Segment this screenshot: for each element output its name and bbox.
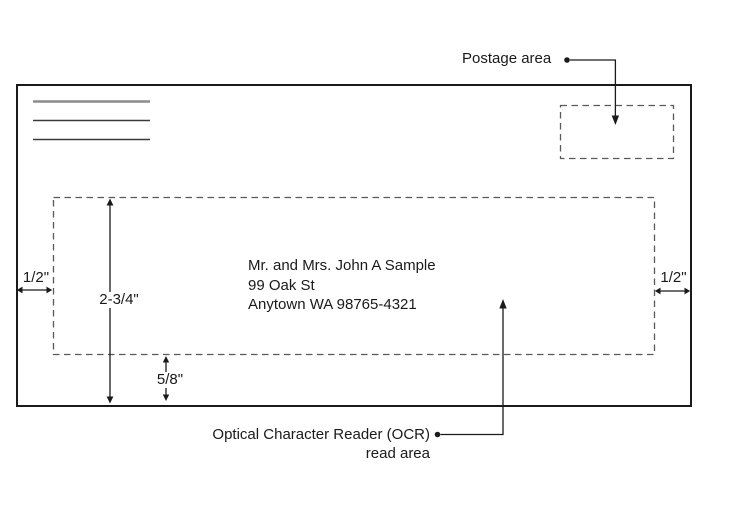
arrowhead-left-icon [16,286,23,294]
envelope-outline [16,84,692,407]
arrowhead-down-icon [611,115,620,125]
recipient-address-block: Mr. and Mrs. John A Sample 99 Oak St Any… [248,256,436,315]
return-address-placeholder-lines [33,100,150,141]
arrowhead-up-icon [106,198,114,206]
address-line-3: Anytown WA 98765-4321 [248,296,417,313]
ocr-label-line-2: read area [365,445,430,462]
arrowhead-right-icon [684,287,691,295]
arrowhead-left-icon [654,287,661,295]
read-area-height-dimension-label: 2-3/4" [87,292,151,308]
arrowhead-down-icon [106,396,114,404]
address-line-1: Mr. and Mrs. John A Sample [248,257,436,274]
ocr-label-line-1: Optical Character Reader (OCR) [212,426,430,443]
callout-line [440,308,504,436]
right-margin-arrow [654,287,691,295]
arrowhead-up-icon [162,356,170,363]
ocr-callout-arrow [434,299,507,438]
arrowhead-down-icon [162,394,170,401]
bottom-margin-dimension-label: 5/8" [150,372,190,388]
arrowhead-right-icon [46,286,53,294]
postage-area-label: Postage area [462,50,552,67]
address-line-2: 99 Oak St [248,276,315,294]
arrowhead-up-icon [499,299,507,309]
postage-callout-arrow [564,57,620,125]
left-margin-arrow [16,286,53,294]
left-margin-dimension-label: 1/2" [22,269,50,286]
right-margin-dimension-label: 1/2" [660,269,687,286]
callout-dot [564,57,570,63]
callout-line [570,59,617,116]
ocr-read-area-label: Optical Character Reader (OCR) read area [180,425,430,463]
ocr-read-area-box [52,196,656,356]
postage-area-box [559,104,675,160]
callout-dot [434,431,441,438]
